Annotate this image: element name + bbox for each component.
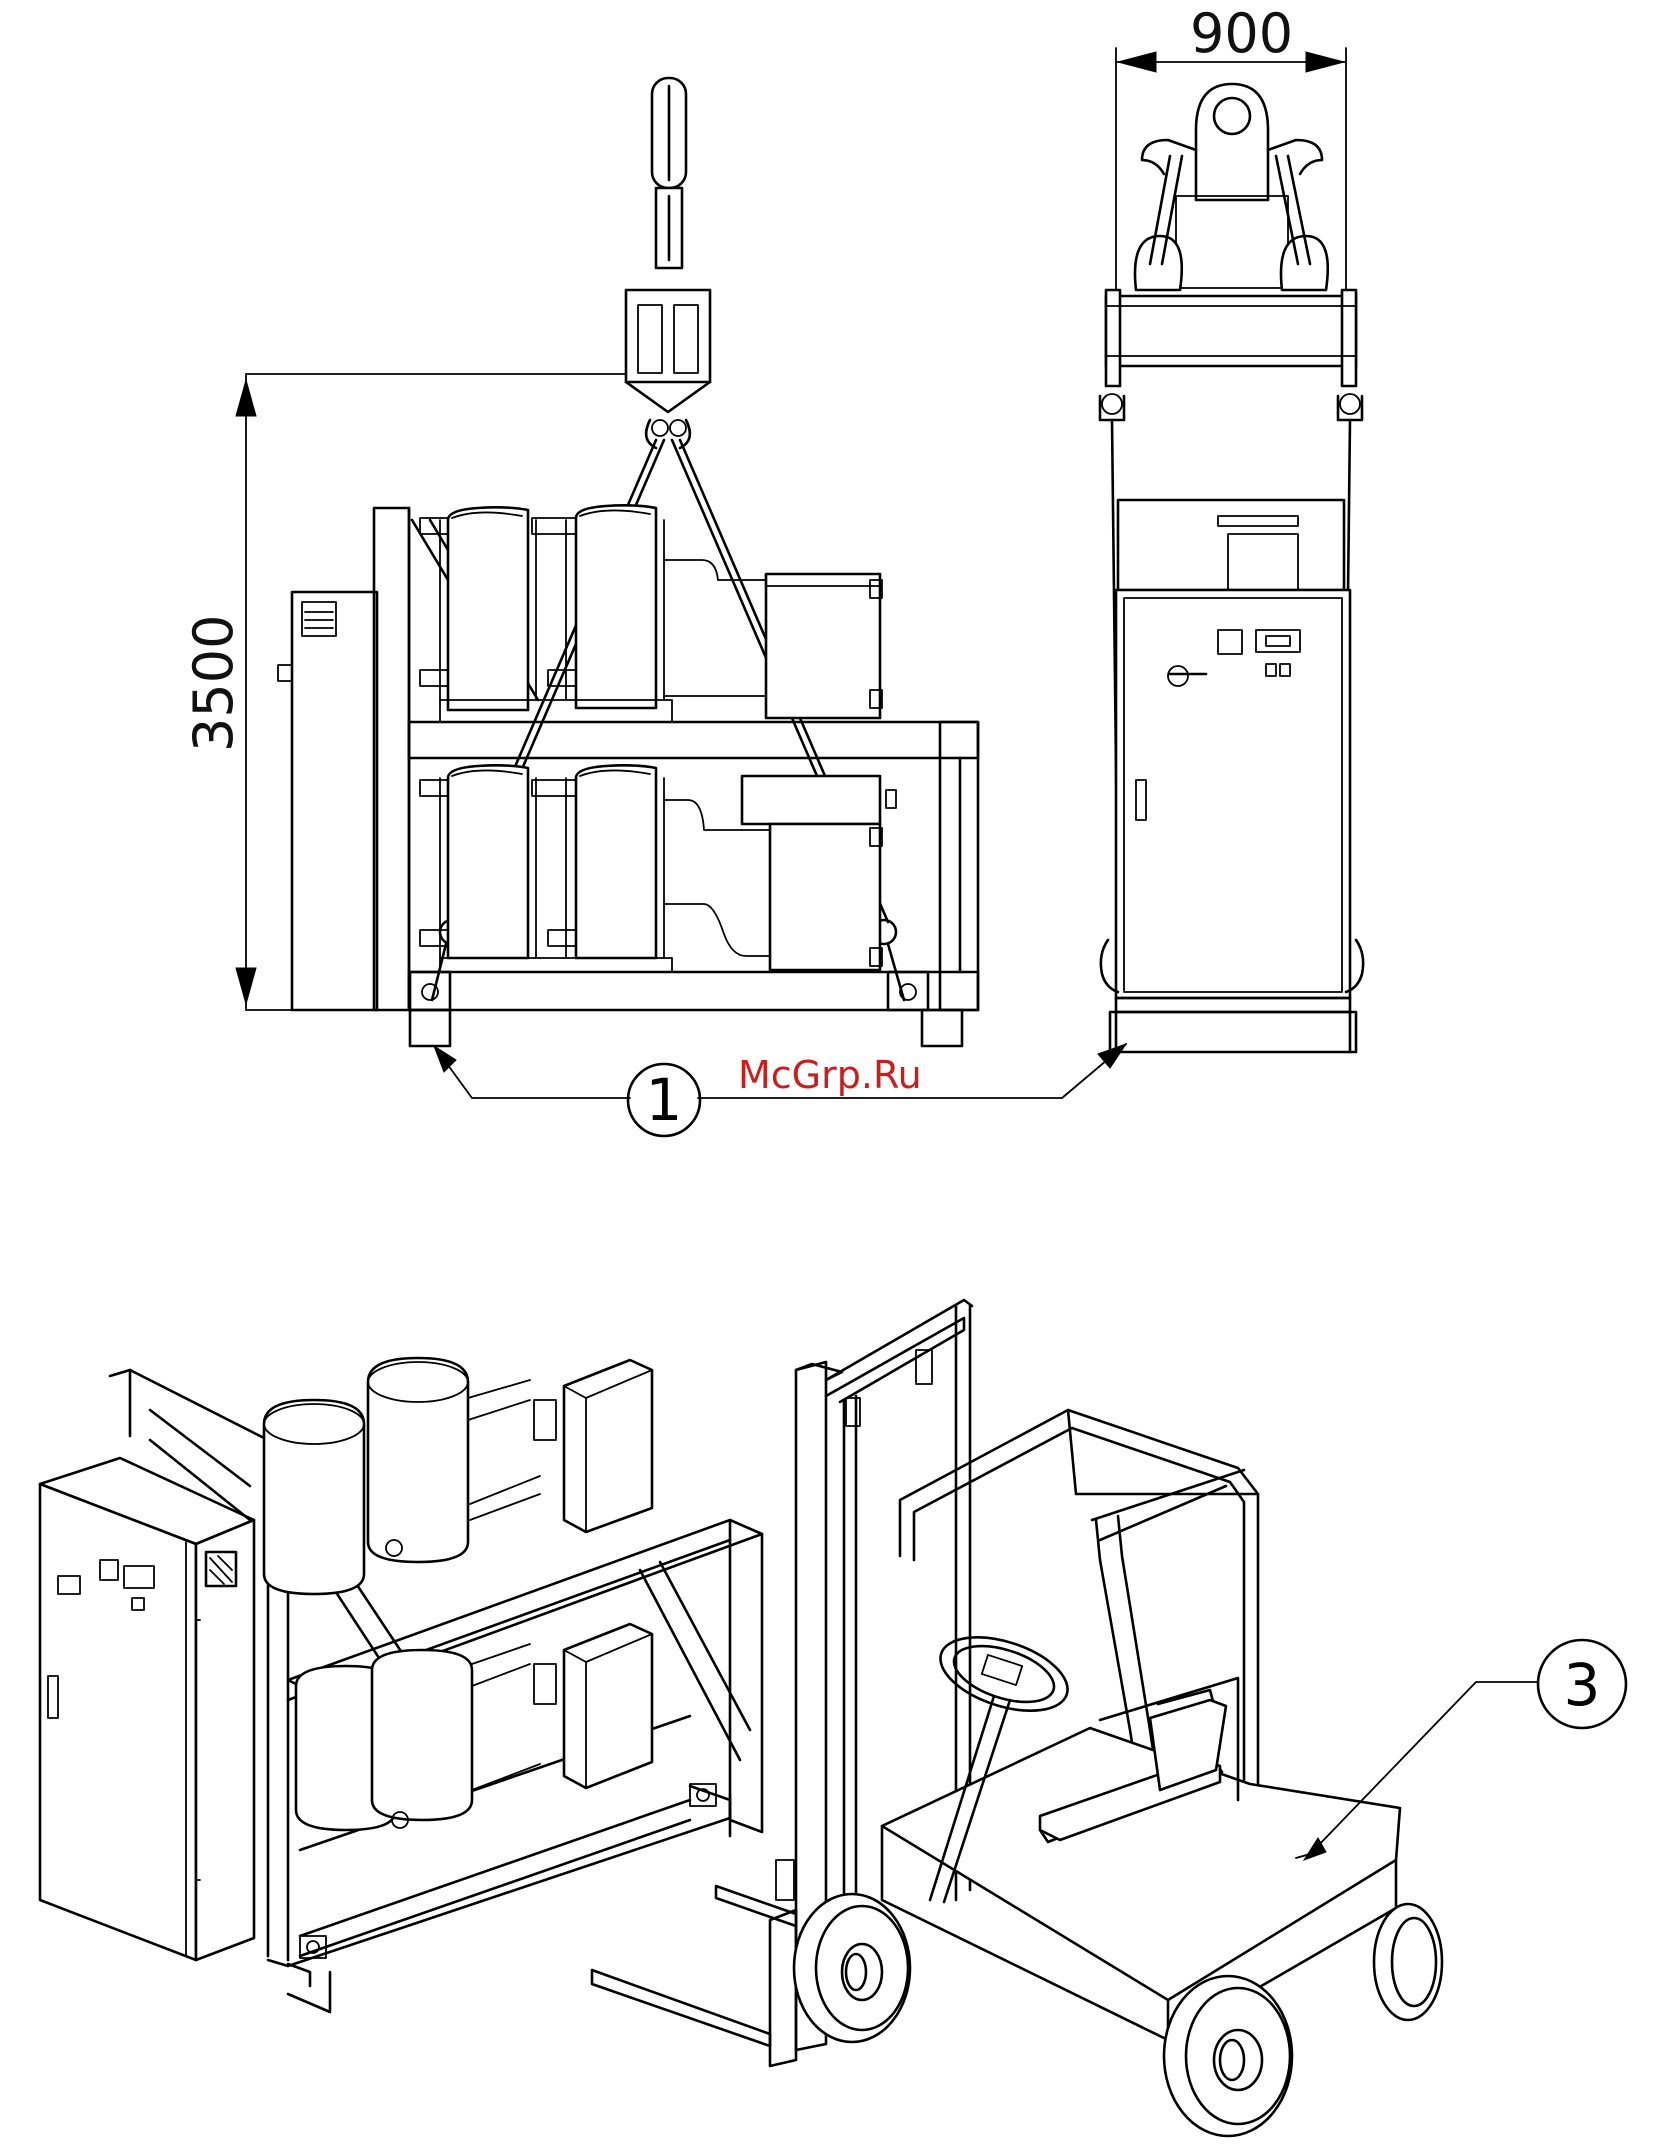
callout-3-label: 3 xyxy=(1564,1651,1601,1719)
control-cabinet xyxy=(40,1458,254,1960)
watermark-text: McGrp.Ru xyxy=(738,1053,922,1097)
unit-side-elevation xyxy=(1101,500,1363,1052)
isometric-refrigeration-unit xyxy=(40,1358,762,2012)
height-dimension: 3500 xyxy=(182,374,626,1010)
forklift-body xyxy=(882,1678,1400,2040)
forklift-forks xyxy=(592,1860,796,2066)
side-view-spreader: 900 xyxy=(1100,2,1363,1052)
upper-compressors xyxy=(264,1358,652,1594)
height-dimension-label: 3500 xyxy=(182,615,245,752)
front-view-crane-lift: 3500 xyxy=(182,78,1126,1098)
lifting-eye-plate xyxy=(1135,84,1328,290)
crane-hook xyxy=(626,78,710,448)
refrigeration-unit-front xyxy=(278,505,978,1046)
callout-3: 3 xyxy=(1538,1640,1626,1728)
lower-compressors xyxy=(296,1624,652,1830)
forklift xyxy=(592,1300,1538,2136)
callout-1-label: 1 xyxy=(646,1066,683,1134)
width-dimension-label: 900 xyxy=(1190,2,1293,65)
callout-1: 1 xyxy=(628,1064,700,1136)
